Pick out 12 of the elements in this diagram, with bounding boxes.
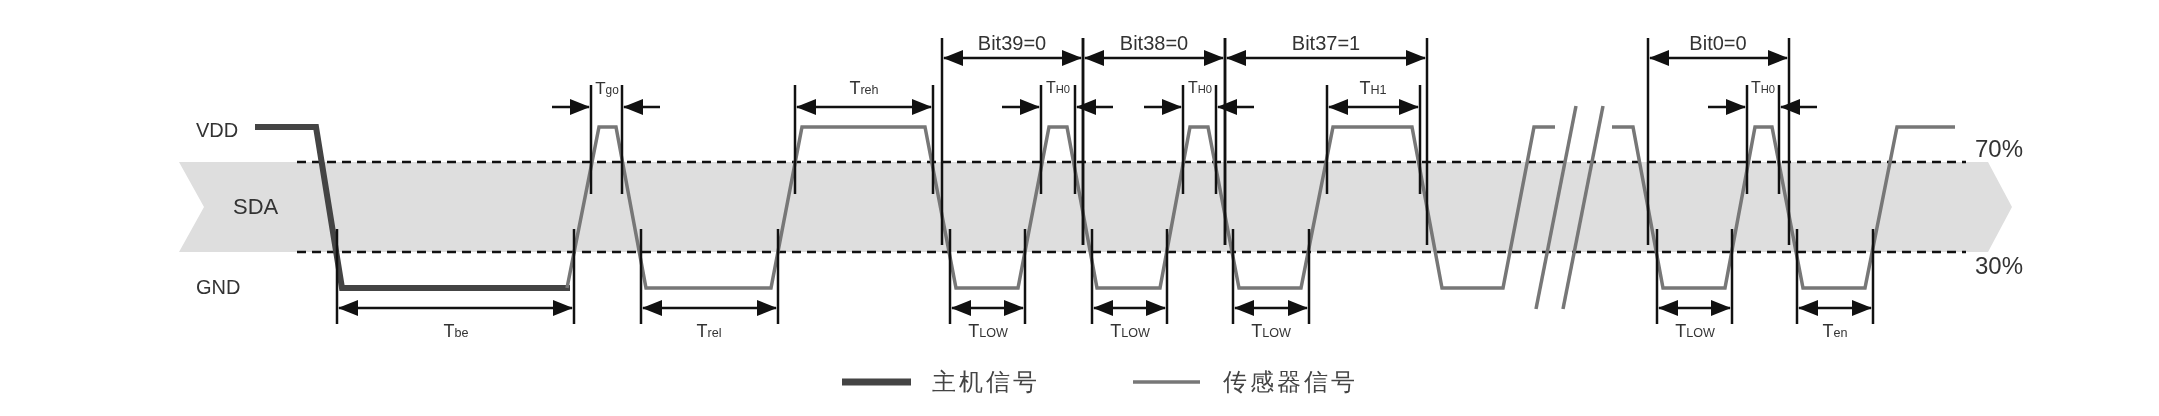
- bit-label: Bit37=1: [1291, 33, 1361, 53]
- legend-label: 主机信号: [932, 367, 1040, 398]
- signal-band: [179, 162, 2012, 252]
- bit-label: Bit39=0: [977, 33, 1047, 53]
- bit-label: Bit38=0: [1119, 33, 1189, 53]
- signal-name: SDA: [233, 194, 279, 220]
- bit-label: Bit0=0: [1689, 33, 1747, 53]
- level-label: GND: [196, 277, 241, 297]
- legend-label: 传感器信号: [1223, 367, 1358, 398]
- threshold-label: 70%: [1975, 137, 2024, 161]
- level-label: VDD: [196, 120, 239, 140]
- threshold-label: 30%: [1975, 254, 2024, 278]
